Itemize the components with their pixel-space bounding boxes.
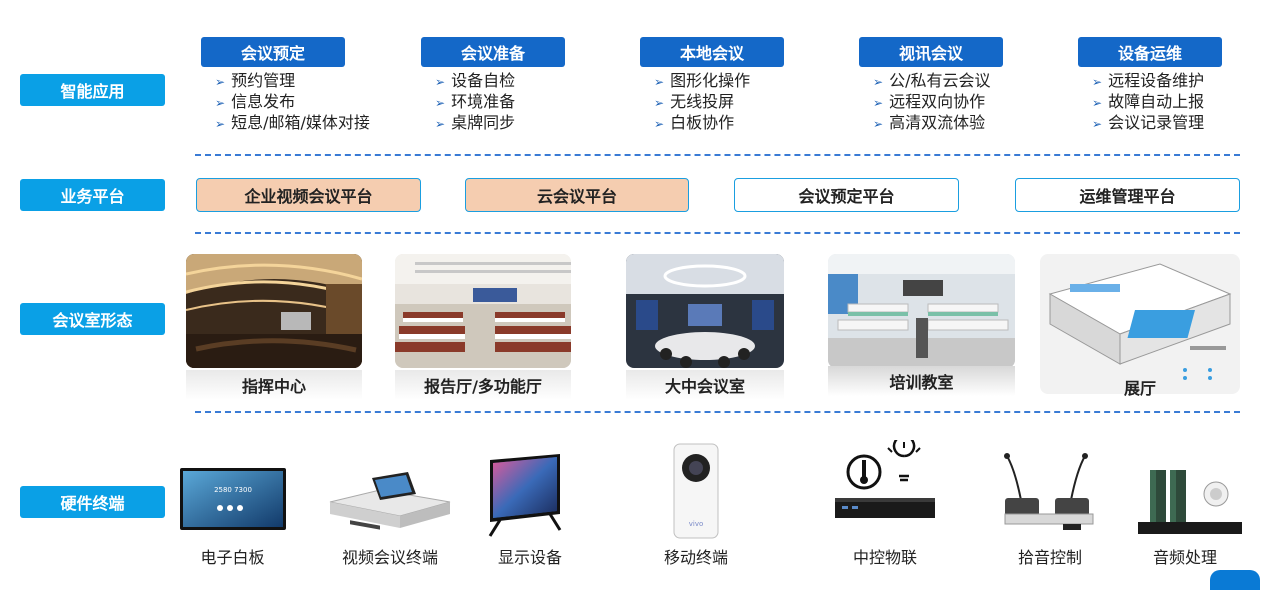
arrow-bullet-icon: ➢ — [215, 117, 226, 131]
hardware-display: 显示设备 — [460, 440, 600, 570]
hardware-label: 电子白板 — [200, 548, 265, 567]
microphone-device-icon — [985, 440, 1115, 540]
category-item: ➢环境准备 — [435, 92, 516, 111]
room-caption: 培训教室 — [828, 366, 1015, 396]
speaker-device-icon — [1120, 440, 1250, 540]
arrow-bullet-icon: ➢ — [873, 96, 884, 110]
thermometer-icon — [846, 454, 882, 490]
command-center-image — [186, 254, 362, 368]
arrow-bullet-icon: ➢ — [215, 96, 226, 110]
category-video-conference: 视讯会议 ➢公/私有云会议 ➢远程双向协作 ➢高清双流体验 — [859, 37, 1003, 134]
arrow-bullet-icon: ➢ — [215, 75, 226, 89]
category-item: ➢图形化操作 — [654, 71, 751, 90]
category-title: 会议准备 — [421, 37, 565, 67]
platform-meeting-booking: 会议预定平台 — [734, 178, 959, 212]
room-caption: 报告厅/多功能厅 — [395, 370, 571, 400]
room-caption: 展厅 — [1123, 379, 1156, 398]
exhibition-hall-image — [1040, 254, 1240, 394]
category-item: ➢无线投屏 — [654, 92, 735, 111]
hardware-label: 中控物联 — [852, 548, 917, 567]
whiteboard-screen-text: 2580 7300 — [214, 486, 252, 494]
hardware-label: 移动终端 — [663, 548, 728, 567]
arrow-bullet-icon: ➢ — [1092, 117, 1103, 131]
row-label-hardware: 硬件终端 — [20, 486, 165, 518]
category-title: 会议预定 — [201, 37, 345, 67]
room-conference: 大中会议室 — [626, 254, 784, 400]
arrow-bullet-icon: ➢ — [435, 75, 446, 89]
category-item: ➢桌牌同步 — [435, 113, 516, 132]
arrow-bullet-icon: ➢ — [654, 75, 665, 89]
mobile-device-icon: vivo — [626, 440, 766, 540]
hardware-audio-processing: 音频处理 — [1120, 440, 1250, 570]
category-item: ➢短息/邮箱/媒体对接 — [215, 113, 370, 132]
category-item: ➢公/私有云会议 — [873, 71, 991, 90]
category-item: ➢设备自检 — [435, 71, 516, 90]
hardware-video-terminal: 视频会议终端 — [320, 440, 460, 570]
arrow-bullet-icon: ➢ — [873, 117, 884, 131]
row-label-apps: 智能应用 — [20, 74, 165, 106]
hardware-whiteboard: 2580 7300 电子白板 — [165, 440, 300, 570]
category-title: 视讯会议 — [859, 37, 1003, 67]
hardware-mobile: vivo 移动终端 — [626, 440, 766, 570]
category-item: ➢远程设备维护 — [1092, 71, 1205, 90]
video-terminal-device-icon — [320, 440, 460, 540]
category-item: ➢信息发布 — [215, 92, 296, 111]
category-item: ➢高清双流体验 — [873, 113, 986, 132]
hardware-audio-pickup: 拾音控制 — [985, 440, 1115, 570]
category-item: ➢白板协作 — [654, 113, 735, 132]
row-label-platform: 业务平台 — [20, 179, 165, 211]
arrow-bullet-icon: ➢ — [654, 96, 665, 110]
separator — [195, 411, 1240, 413]
arrow-bullet-icon: ➢ — [1092, 75, 1103, 89]
platform-enterprise-video: 企业视频会议平台 — [196, 178, 421, 212]
hardware-label: 显示设备 — [497, 548, 562, 567]
training-room-image — [828, 254, 1015, 368]
page-number-badge — [1210, 570, 1260, 590]
category-item: ➢故障自动上报 — [1092, 92, 1205, 111]
category-preparation: 会议准备 ➢设备自检 ➢环境准备 ➢桌牌同步 — [421, 37, 565, 134]
room-training: 培训教室 — [828, 254, 1015, 400]
room-command-center: 指挥中心 — [186, 254, 362, 400]
category-item: ➢预约管理 — [215, 71, 296, 90]
hardware-label: 拾音控制 — [1017, 548, 1082, 567]
room-auditorium: 报告厅/多功能厅 — [395, 254, 571, 400]
hardware-label: 视频会议终端 — [341, 548, 438, 567]
hardware-central-control: 中控物联 — [820, 434, 950, 570]
hardware-label: 音频处理 — [1152, 548, 1217, 567]
display-device-icon — [460, 440, 600, 540]
room-caption: 大中会议室 — [626, 370, 784, 400]
category-item: ➢会议记录管理 — [1092, 113, 1205, 132]
phone-brand-text: vivo — [689, 520, 704, 528]
auditorium-image — [395, 254, 571, 368]
conference-room-image — [626, 254, 784, 368]
row-label-rooms: 会议室形态 — [20, 303, 165, 335]
separator — [195, 154, 1240, 156]
room-exhibition: 展厅 — [1040, 254, 1240, 400]
platform-cloud-meeting: 云会议平台 — [465, 178, 689, 212]
separator — [195, 232, 1240, 234]
arrow-bullet-icon: ➢ — [873, 75, 884, 89]
whiteboard-device-icon: 2580 7300 — [165, 440, 300, 540]
platform-ops-management: 运维管理平台 — [1015, 178, 1240, 212]
arrow-bullet-icon: ➢ — [1092, 96, 1103, 110]
category-maintenance: 设备运维 ➢远程设备维护 ➢故障自动上报 ➢会议记录管理 — [1078, 37, 1222, 134]
category-local-meeting: 本地会议 ➢图形化操作 ➢无线投屏 ➢白板协作 — [640, 37, 784, 134]
arrow-bullet-icon: ➢ — [654, 117, 665, 131]
central-control-device-icon — [820, 434, 950, 540]
room-caption: 指挥中心 — [186, 370, 362, 400]
arrow-bullet-icon: ➢ — [435, 96, 446, 110]
category-title: 设备运维 — [1078, 37, 1222, 67]
arrow-bullet-icon: ➢ — [435, 117, 446, 131]
category-item: ➢远程双向协作 — [873, 92, 986, 111]
category-booking: 会议预定 ➢预约管理 ➢信息发布 ➢短息/邮箱/媒体对接 — [201, 37, 370, 134]
category-title: 本地会议 — [640, 37, 784, 67]
